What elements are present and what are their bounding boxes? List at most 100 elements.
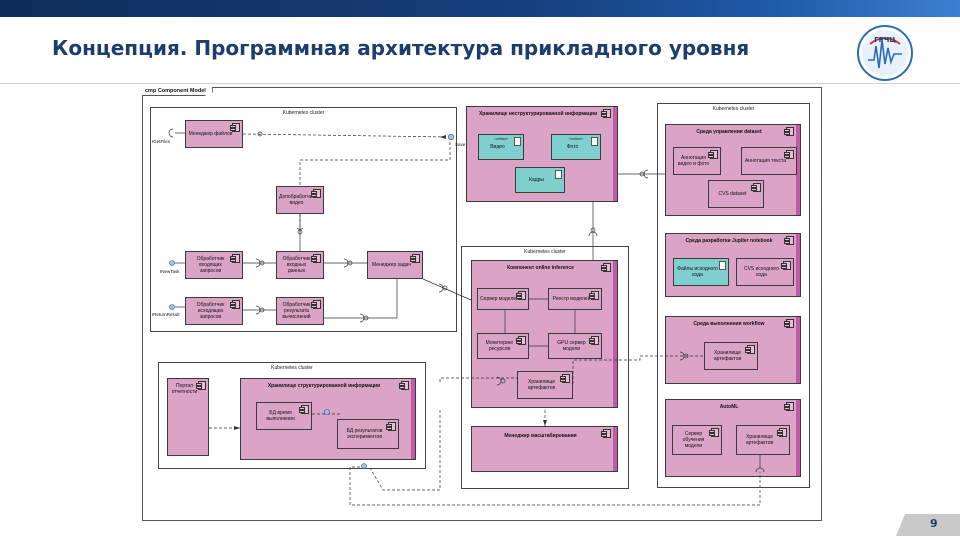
component-icon xyxy=(784,127,794,136)
artifact-source-files: Файлы исходного кода xyxy=(673,258,729,286)
component-label: CVS dataset xyxy=(718,191,747,197)
component-icon xyxy=(784,402,794,411)
component-label: Обработчик исходящих запросов xyxy=(196,302,225,320)
component-icon xyxy=(708,150,718,159)
component-label: GPU сервер модели xyxy=(557,340,586,352)
component-label: Хранилище артефактов xyxy=(713,350,742,362)
component-artifact-storage-automl: Хранилище артефактов xyxy=(736,425,790,455)
cluster-label: Kubernetes cluster xyxy=(282,110,325,116)
component-icon xyxy=(601,429,611,438)
component-icon xyxy=(516,291,526,300)
component-results-processor: Обработчик результата вычислений xyxy=(276,297,324,325)
component-label: Портал отчетности xyxy=(171,383,198,395)
page-number-tab xyxy=(896,514,960,536)
component-icon xyxy=(311,300,321,309)
component-icon xyxy=(709,428,719,437)
component-icon xyxy=(311,189,321,198)
interface-label-getfiles: IGetFiles xyxy=(152,139,171,144)
artifact-stereotype: «artifact» xyxy=(493,137,509,141)
document-icon xyxy=(514,137,521,146)
component-icon xyxy=(751,183,761,192)
component-artifact-storage-mid: Хранилище артефактов xyxy=(517,371,573,399)
component-icon xyxy=(399,381,409,390)
cluster-label: Kubernetes cluster xyxy=(524,249,566,255)
component-label: Хранилище структурированной информации xyxy=(267,383,381,389)
document-icon xyxy=(591,137,598,146)
component-icon xyxy=(589,336,599,345)
component-label: Обработчик входных данных xyxy=(282,256,311,274)
component-label: Менеджер файлов xyxy=(188,131,233,137)
component-icon xyxy=(784,236,794,245)
component-reporting-portal: Портал отчетности xyxy=(167,378,209,456)
component-incoming-processor: Обработчик входящих запросов xyxy=(185,251,243,279)
component-label: БД результатов экспериментов xyxy=(346,428,383,440)
component-label: Хранилище артефактов xyxy=(745,434,774,446)
component-experiments-db: БД результатов экспериментов xyxy=(337,419,399,449)
component-input-data-processor: Обработчик входных данных xyxy=(276,251,324,279)
component-icon xyxy=(745,345,755,354)
component-cvs-source: CVS исходного кода xyxy=(736,258,794,286)
artifact-video: «artifact» Видео xyxy=(478,134,524,160)
component-label: Среда управления dataset xyxy=(696,129,762,135)
component-icon xyxy=(560,374,570,383)
component-label: Сервер обучения модели xyxy=(682,431,705,449)
cluster-label: Kubernetes cluster xyxy=(271,365,313,371)
component-label: Реестр моделей xyxy=(552,296,591,302)
diagram-frame-label: cmp Component Model xyxy=(142,87,213,96)
component-calibration-manager: Менеджер масштабирования xyxy=(471,426,618,472)
component-icon xyxy=(589,291,599,300)
top-banner xyxy=(0,0,960,17)
component-cvs-dataset: CVS dataset xyxy=(708,180,764,208)
component-outgoing-processor: Обработчик исходящих запросов xyxy=(185,297,243,325)
component-label: Менеджер задач xyxy=(372,262,411,268)
page-number: 9 xyxy=(930,517,938,530)
component-task-manager: Менеджер задач xyxy=(367,251,423,279)
component-gpu-server: GPU сервер модели xyxy=(548,333,602,359)
component-model-registry: Реестр моделей xyxy=(548,288,602,310)
component-video-photo-annotation: Аннотация видео и фото xyxy=(673,147,721,175)
artifact-photo: «artifact» Фото xyxy=(551,134,601,160)
component-label: Среда разработки Jupiter notebook xyxy=(685,238,773,244)
component-label: Хранилище неструктурированной информации xyxy=(478,111,598,117)
component-icon xyxy=(601,263,611,272)
component-icon xyxy=(196,381,206,390)
slide-title: Концепция. Программная архитектура прикл… xyxy=(52,36,750,60)
artifact-stereotype: «artifact» xyxy=(568,137,584,141)
interface-label-returnresult: IReturnResult xyxy=(152,312,180,317)
component-icon xyxy=(777,428,787,437)
artifact-label: Кадры xyxy=(529,177,544,183)
interface-label-save: Save xyxy=(455,142,466,147)
component-label: Аннотация текста xyxy=(744,158,787,164)
component-icon xyxy=(516,336,526,345)
header-divider xyxy=(0,83,960,84)
component-label: БД время выполнения xyxy=(266,410,295,422)
component-label: Аннотация видео и фото xyxy=(677,155,710,167)
component-icon xyxy=(784,150,794,159)
component-label: CVS исходного кода xyxy=(743,266,780,278)
component-label: Допобработчик видео xyxy=(279,194,315,206)
component-icon xyxy=(311,254,321,263)
artifact-label: Фото xyxy=(566,144,579,150)
component-icon xyxy=(386,422,396,431)
component-label: Обработчик результата вычислений xyxy=(282,302,311,320)
component-runtime-db: БД время выполнения xyxy=(256,402,312,430)
artifact-label: Файлы исходного кода xyxy=(677,266,718,278)
artifact-frames: Кадры xyxy=(515,167,565,193)
component-file-manager: Менеджер файлов xyxy=(185,120,243,148)
component-label: Среда выполнения workflow xyxy=(693,321,765,327)
component-text-annotation: Аннотация текста xyxy=(741,147,797,175)
component-icon xyxy=(784,319,794,328)
interface-label-newtask: INewTask xyxy=(160,269,180,274)
component-label: Сервер моделей xyxy=(480,296,519,302)
artifact-label: Видео xyxy=(490,144,505,150)
component-icon xyxy=(230,254,240,263)
document-icon xyxy=(555,170,562,179)
component-label: Менеджер масштабирования xyxy=(504,433,577,439)
component-label: Мониторинг ресурсов xyxy=(485,340,514,352)
document-icon xyxy=(719,261,726,270)
component-model-server: Сервер моделей xyxy=(477,288,529,310)
component-label: Хранилище артефактов xyxy=(527,379,556,391)
component-icon xyxy=(410,254,420,263)
component-label: Обработчик входящих запросов xyxy=(196,256,225,274)
component-video-preprocessor: Допобработчик видео xyxy=(276,186,324,214)
